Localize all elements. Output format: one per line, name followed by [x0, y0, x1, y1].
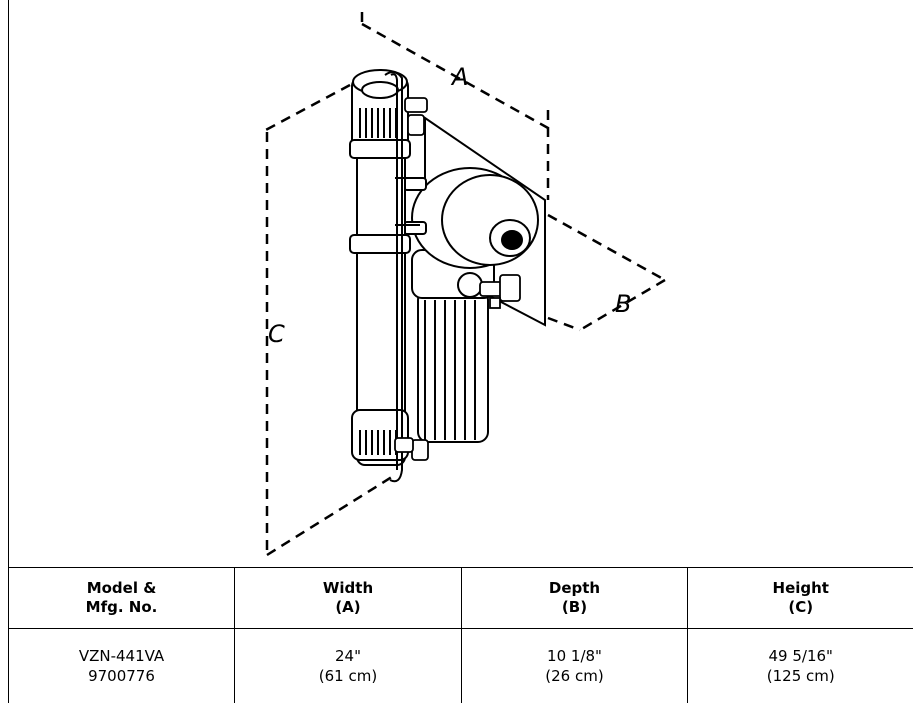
header-height-line2: (C)	[688, 598, 913, 617]
header-model: Model & Mfg. No.	[9, 568, 235, 629]
cell-height: 49 5/16" (125 cm)	[688, 629, 913, 703]
header-height: Height (C)	[688, 568, 913, 629]
dim-c-top	[262, 85, 350, 132]
mfg-number: 9700776	[9, 666, 234, 686]
depth-inches: 10 1/8"	[462, 646, 687, 666]
dim-c-bottom	[267, 475, 395, 555]
cell-model: VZN-441VA 9700776	[9, 629, 235, 703]
dim-label-a: A	[450, 63, 468, 91]
height-inches: 49 5/16"	[688, 646, 913, 666]
header-width-line1: Width	[235, 579, 461, 598]
table-row: VZN-441VA 9700776 24" (61 cm) 10 1/8" (2…	[9, 629, 913, 703]
height-cm: (125 cm)	[688, 666, 913, 686]
dim-label-b: B	[615, 290, 631, 318]
model-number: VZN-441VA	[9, 646, 234, 666]
cell-depth: 10 1/8" (26 cm)	[462, 629, 688, 703]
sediment-filter-housing	[412, 250, 494, 442]
cell-width: 24" (61 cm)	[235, 629, 462, 703]
dim-label-c: C	[268, 320, 285, 348]
width-inches: 24"	[235, 646, 461, 666]
header-depth-line2: (B)	[462, 598, 687, 617]
header-depth-line1: Depth	[462, 579, 687, 598]
dim-b-top	[548, 215, 665, 280]
depth-cm: (26 cm)	[462, 666, 687, 686]
header-model-line1: Model &	[9, 579, 234, 598]
header-width: Width (A)	[235, 568, 462, 629]
dim-b-ext	[548, 318, 580, 330]
table-header-row: Model & Mfg. No. Width (A) Depth (B) Hei…	[9, 568, 913, 629]
width-cm: (61 cm)	[235, 666, 461, 686]
header-model-line2: Mfg. No.	[9, 598, 234, 617]
header-width-line2: (A)	[235, 598, 461, 617]
ro-system-dimension-diagram: A B C	[0, 0, 913, 570]
header-height-line1: Height	[688, 579, 913, 598]
dimensions-table: Model & Mfg. No. Width (A) Depth (B) Hei…	[8, 568, 913, 703]
header-depth: Depth (B)	[462, 568, 688, 629]
